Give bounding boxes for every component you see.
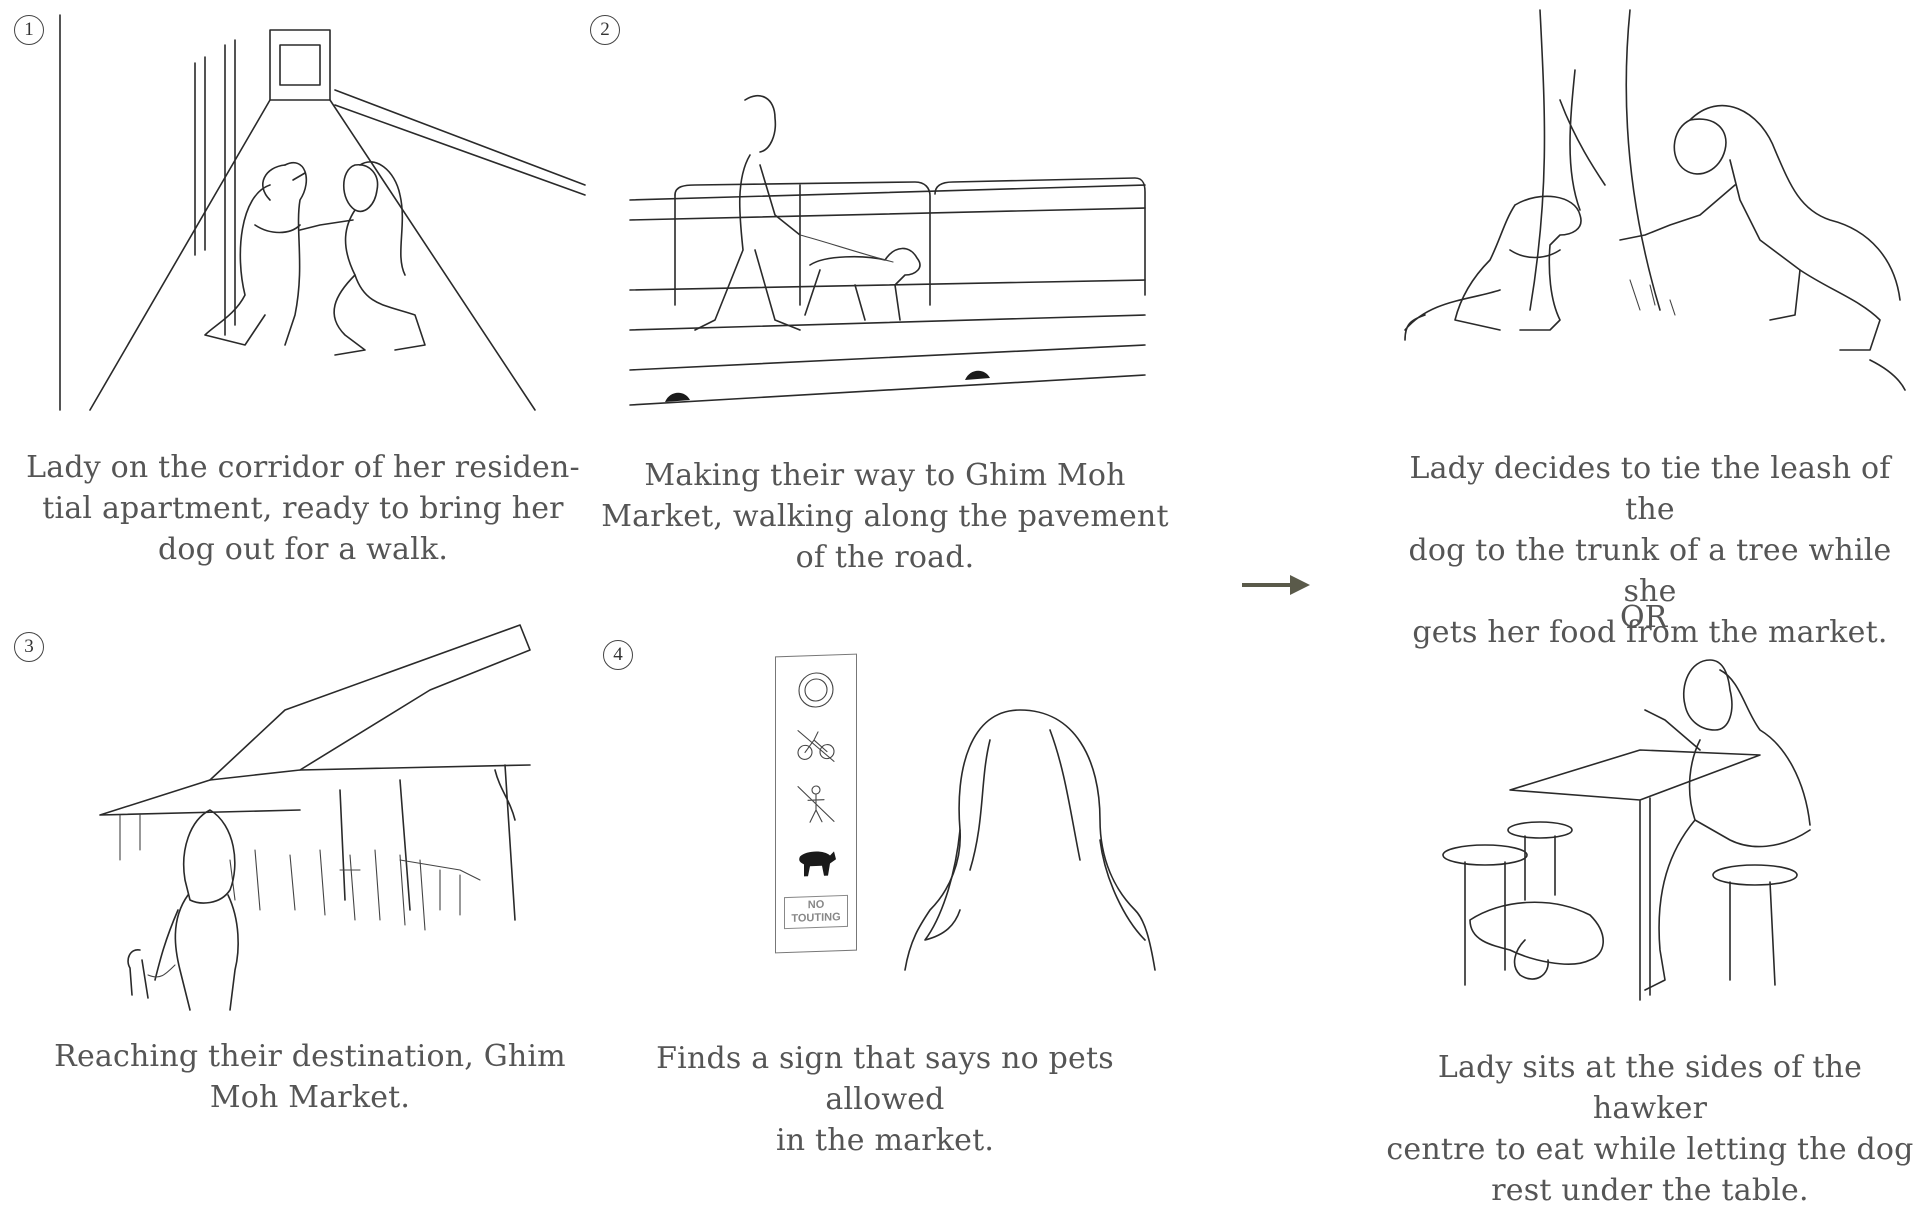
sign-text: NO TOUTING bbox=[784, 894, 848, 930]
no-pets-sign: NO TOUTING bbox=[775, 653, 857, 954]
logo-icon bbox=[796, 669, 836, 710]
outcome-table-illustration bbox=[1430, 650, 1850, 1020]
arrow-right-icon bbox=[1240, 575, 1310, 595]
step-1-caption: Lady on the corridor of her residen- tia… bbox=[26, 450, 580, 567]
step-4-caption: Finds a sign that says no pets allowed i… bbox=[656, 1041, 1114, 1158]
step-2-illustration bbox=[625, 90, 1155, 410]
step-3-illustration bbox=[100, 620, 540, 1010]
no-pets-icon bbox=[799, 851, 836, 877]
step-4-number: 4 bbox=[603, 640, 633, 670]
no-cycling-icon bbox=[796, 727, 836, 764]
step-1-number: 1 bbox=[14, 15, 44, 45]
step-4-illustration bbox=[900, 700, 1160, 980]
outcome-tree-caption: Lady decides to tie the leash of the dog… bbox=[1408, 451, 1892, 650]
step-2-number: 2 bbox=[590, 15, 620, 45]
outcome-tree-illustration bbox=[1400, 10, 1910, 410]
step-3-number: 3 bbox=[14, 632, 44, 662]
outcome-table-caption: Lady sits at the sides of the hawker cen… bbox=[1386, 1050, 1914, 1208]
step-3-caption: Reaching their destination, Ghim Moh Mar… bbox=[54, 1039, 566, 1115]
step-2-caption: Making their way to Ghim Moh Market, wal… bbox=[601, 458, 1169, 575]
no-littering-icon bbox=[796, 783, 836, 824]
or-separator: OR bbox=[1620, 600, 1668, 635]
step-1-illustration bbox=[55, 15, 595, 415]
